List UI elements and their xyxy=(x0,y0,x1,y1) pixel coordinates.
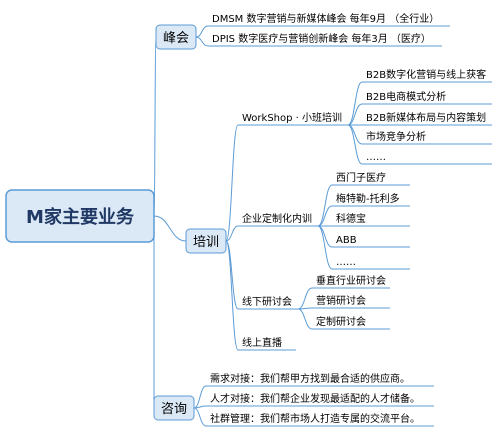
connector-line xyxy=(193,407,207,427)
connector-line xyxy=(317,205,333,227)
livestream-label: 线上直播 xyxy=(242,336,282,349)
branch-summit-label: 峰会 xyxy=(163,31,189,46)
workshop-item: B2B数字化营销与线上获客 xyxy=(366,68,486,81)
consulting-item: 需求对接：我们帮甲方找到最合适的供应商。 xyxy=(210,372,410,385)
branch-training-label: 培训 xyxy=(193,234,219,250)
branch-consulting-label: 咨询 xyxy=(161,402,187,417)
connector-line xyxy=(347,124,363,145)
inhouse-item: 西门子医疗 xyxy=(336,171,386,184)
connector-line xyxy=(347,103,363,126)
root-node: M家主要业务 xyxy=(5,189,155,243)
connector-line xyxy=(297,308,313,330)
workshop-item: B2B新媒体布局与内容策划 xyxy=(366,111,486,124)
branch-consulting: 咨询 需求对接：我们帮甲方找到最合适的供应商。 人才对接：我们帮企业发现最适配的… xyxy=(153,372,420,425)
connector-line xyxy=(317,225,333,248)
connector-line xyxy=(297,287,313,310)
consulting-item: 人才对接：我们帮企业发现最适配的人才储备。 xyxy=(210,392,420,405)
workshop-item: B2B电商模式分析 xyxy=(366,90,446,103)
connector-root-training xyxy=(153,215,187,242)
summit-item: DMSM 数字营销与新媒体峰会 每年9月 （全行业） xyxy=(212,12,439,25)
connector-line xyxy=(347,81,363,126)
inhouse-item: 科德宝 xyxy=(336,212,366,225)
branch-summit: 峰会 DMSM 数字营销与新媒体峰会 每年9月 （全行业） DPIS 数字医疗与… xyxy=(155,12,439,50)
workshop-item: 市场竞争分析 xyxy=(366,130,426,143)
consulting-item: 社群管理：我们帮市场人打造专属的交流平台。 xyxy=(210,412,420,425)
seminar-item: 定制研讨会 xyxy=(316,315,366,328)
inhouse-item: 梅特勒-托利多 xyxy=(336,192,400,205)
connector-line xyxy=(225,240,239,351)
connector-line xyxy=(195,25,209,38)
workshop-label: WorkShop · 小班培训 xyxy=(242,111,342,124)
seminar-item: 垂直行业研讨会 xyxy=(316,274,386,287)
summit-item: DPIS 数字医疗与营销创新峰会 每年3月 （医疗） xyxy=(212,32,431,45)
seminar-item: 营销研讨会 xyxy=(316,294,366,307)
connector-line xyxy=(317,225,333,270)
connector-line xyxy=(347,124,363,165)
root-label: M家主要业务 xyxy=(26,206,135,228)
connector-line xyxy=(317,184,333,227)
connector-line xyxy=(225,225,239,242)
connector-root-summit xyxy=(153,36,157,213)
inhouse-item: ABB xyxy=(336,235,357,246)
inhouse-label: 企业定制化内训 xyxy=(242,212,312,225)
connector-line xyxy=(195,36,209,47)
workshop-item: …… xyxy=(366,152,386,163)
connector-line xyxy=(225,124,239,242)
connector-line xyxy=(193,385,207,409)
inhouse-item: …… xyxy=(336,257,356,268)
branch-training: 培训 WorkShop · 小班培训 B2B数字化营销与线上获客 B2B电商模式… xyxy=(185,68,486,349)
seminar-label: 线下研讨会 xyxy=(242,295,292,308)
